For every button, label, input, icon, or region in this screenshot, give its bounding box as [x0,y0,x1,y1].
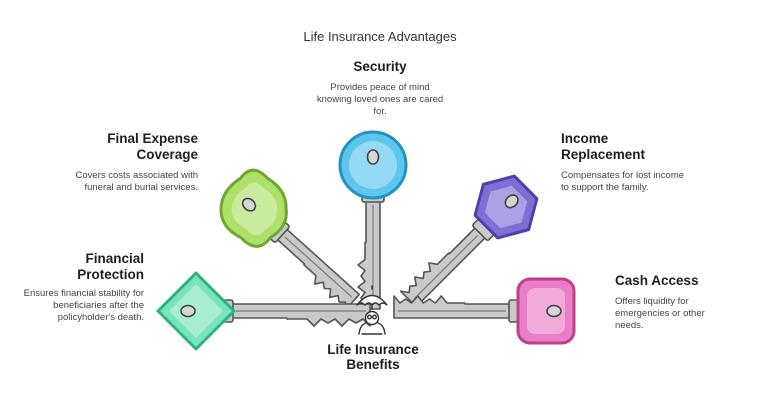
security-key [338,130,408,310]
income-key [399,174,539,308]
financial-protection-heading: Financial Protection [77,251,144,282]
cash-access-description: Offers liquidity for emergencies or othe… [615,296,705,331]
final-expense-heading: Final Expense Coverage [107,131,198,162]
financial-protection-description: Ensures financial stability for benefici… [23,288,144,323]
center-label: Life Insurance Benefits [327,342,419,372]
security-heading: Security [353,59,407,74]
cash-key [393,277,576,345]
final-expense-key [219,168,361,312]
income-replacement-heading: Income Replacement [561,131,646,162]
financial-protection-key [156,271,371,351]
security-description: Provides peace of mind knowing loved one… [316,82,444,117]
diagram-title: Life Insurance Advantages [303,29,457,44]
cash-access-heading: Cash Access [615,273,699,288]
umbrella-person-icon [356,285,388,335]
final-expense-description: Covers costs associated with funeral and… [75,170,199,193]
income-replacement-description: Compensates for lost income to support t… [561,170,685,193]
